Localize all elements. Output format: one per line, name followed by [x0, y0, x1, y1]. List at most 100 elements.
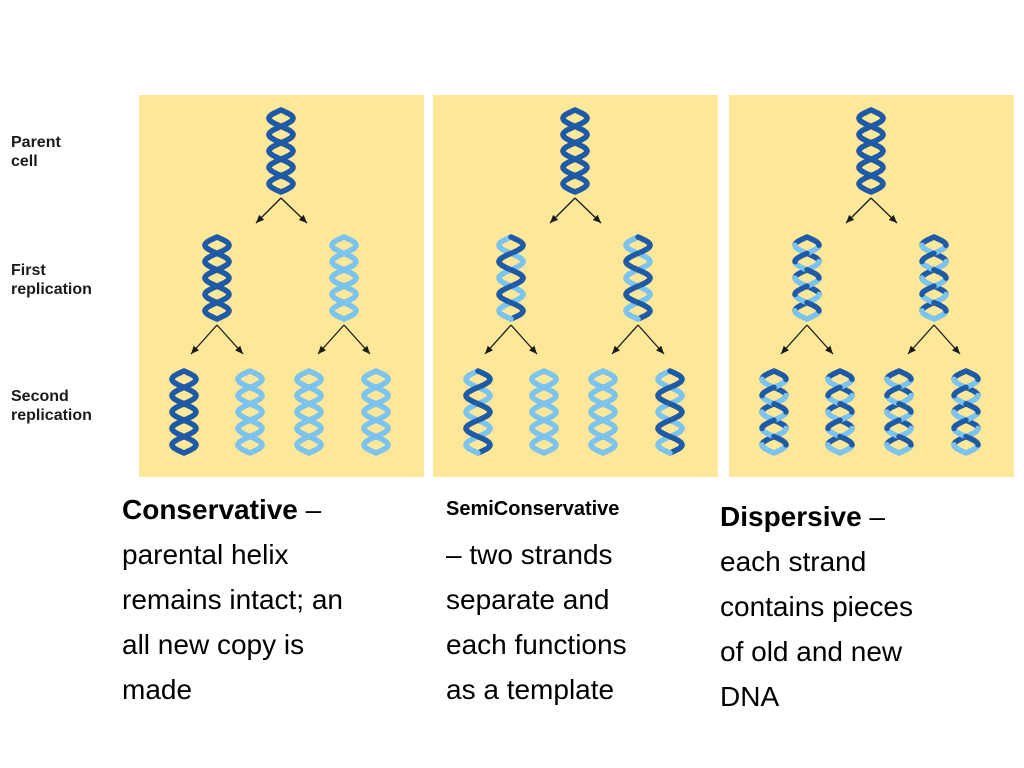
conservative-caption-line: all new copy is	[122, 629, 305, 660]
dna-strand-segment	[588, 442, 606, 456]
dna-strand-segment	[884, 384, 902, 399]
dna-strand-segment	[804, 234, 822, 248]
dna-strand-segment	[529, 384, 547, 399]
row-label-parent-line1: Parent	[11, 134, 61, 151]
dna-strand-segment	[600, 433, 618, 448]
arrow-head-icon	[888, 214, 897, 223]
dna-strand-segment	[247, 433, 265, 448]
dna-strand-segment	[373, 433, 391, 448]
conservative-caption: Conservative – parental helix remains in…	[122, 487, 422, 712]
dna-strand-segment	[181, 368, 199, 382]
dna-strand-segment	[560, 123, 578, 138]
dna-strand-segment	[655, 442, 673, 456]
arrow-head-icon	[908, 345, 916, 354]
dna-strand-segment	[202, 283, 220, 298]
dispersive-caption: Dispersive – each strand contains pieces…	[720, 494, 1010, 719]
dna-strand-segment	[759, 384, 777, 399]
dna-helix	[560, 107, 590, 195]
dna-strand-segment	[560, 156, 578, 171]
dna-strand-segment	[541, 368, 559, 382]
dna-strand-segment	[868, 140, 886, 154]
dna-strand-segment	[588, 417, 606, 432]
dna-strand-segment	[837, 433, 855, 448]
dna-helix	[294, 368, 324, 456]
dna-strand-segment	[635, 299, 653, 314]
dispersive-caption-line: of old and new	[720, 636, 903, 667]
dna-strand-segment	[951, 442, 969, 456]
dna-strand-segment	[214, 234, 232, 248]
row-label-first-line1: First	[11, 262, 46, 279]
dna-strand-segment	[600, 401, 618, 415]
dna-strand-segment	[919, 250, 937, 265]
dna-strand-segment	[931, 267, 949, 281]
arrow-head-icon	[529, 345, 537, 354]
dna-strand-segment	[856, 123, 874, 138]
dna-strand-segment	[361, 417, 379, 432]
dna-strand-segment	[792, 283, 810, 298]
arrow-head-icon	[318, 345, 326, 354]
row-label-second-line2: replication	[11, 407, 92, 424]
dna-strand-segment	[963, 368, 981, 382]
dispersive-caption-heading: Dispersive –	[720, 494, 1010, 539]
dna-strand-segment	[181, 433, 199, 448]
dna-strand-segment	[329, 283, 347, 298]
dna-strand-segment	[475, 401, 493, 415]
dna-strand-segment	[181, 401, 199, 415]
dispersive-panel	[729, 95, 1014, 477]
dna-strand-segment	[560, 181, 578, 195]
dispersive-caption-line: each strand	[720, 546, 867, 577]
dispersive-caption-line: DNA	[720, 681, 780, 712]
dispersive-caption-title: Dispersive	[720, 501, 862, 532]
dna-strand-segment	[329, 250, 347, 265]
semiconservative-caption-title: SemiConservative	[446, 498, 620, 520]
dna-strand-segment	[247, 368, 265, 382]
dna-strand-segment	[825, 384, 843, 399]
semiconservative-caption-line: as a template	[446, 674, 615, 705]
dna-strand-segment	[868, 107, 886, 121]
arrow-head-icon	[298, 214, 307, 223]
dna-strand-segment	[623, 283, 641, 298]
row-label-second-line1: Second	[11, 388, 69, 405]
dna-strand-segment	[496, 283, 514, 298]
conservative-caption-line: remains intact; an	[122, 584, 343, 615]
dna-strand-segment	[169, 384, 187, 399]
dna-strand-segment	[759, 442, 777, 456]
dna-strand-segment	[837, 368, 855, 382]
dna-strand-segment	[235, 442, 253, 456]
dna-strand-segment	[463, 384, 481, 399]
dna-strand-segment	[294, 442, 312, 456]
row-label-first-line2: replication	[11, 281, 92, 298]
arrow-head-icon	[362, 345, 370, 354]
dna-strand-segment	[214, 267, 232, 281]
dna-helix	[884, 368, 914, 456]
dna-strand-segment	[771, 433, 789, 448]
dna-strand-segment	[931, 299, 949, 314]
row-label-parent-line2: cell	[11, 153, 38, 170]
semiconservative-caption-line: each functions	[446, 629, 627, 660]
dna-strand-segment	[919, 283, 937, 298]
dna-strand-segment	[266, 181, 284, 195]
dna-helix	[202, 234, 232, 322]
conservative-caption-line: parental helix	[122, 539, 289, 570]
arrow-head-icon	[485, 345, 493, 354]
dna-strand-segment	[266, 123, 284, 138]
arrow-head-icon	[952, 345, 960, 354]
dna-strand-segment	[931, 234, 949, 248]
dna-helix	[529, 368, 559, 456]
dna-strand-segment	[792, 308, 810, 322]
dna-strand-segment	[759, 417, 777, 432]
dna-helix	[169, 368, 199, 456]
dna-strand-segment	[825, 417, 843, 432]
dna-helix	[463, 368, 493, 456]
dispersive-diagram	[759, 107, 981, 456]
arrow-head-icon	[191, 345, 199, 354]
dna-strand-segment	[508, 299, 526, 314]
dna-strand-segment	[588, 384, 606, 399]
arrow-head-icon	[592, 214, 601, 223]
dna-strand-segment	[919, 308, 937, 322]
dna-helix	[792, 234, 822, 322]
dna-strand-segment	[572, 172, 590, 187]
dna-strand-segment	[235, 384, 253, 399]
dna-strand-segment	[825, 442, 843, 456]
dna-helix	[361, 368, 391, 456]
